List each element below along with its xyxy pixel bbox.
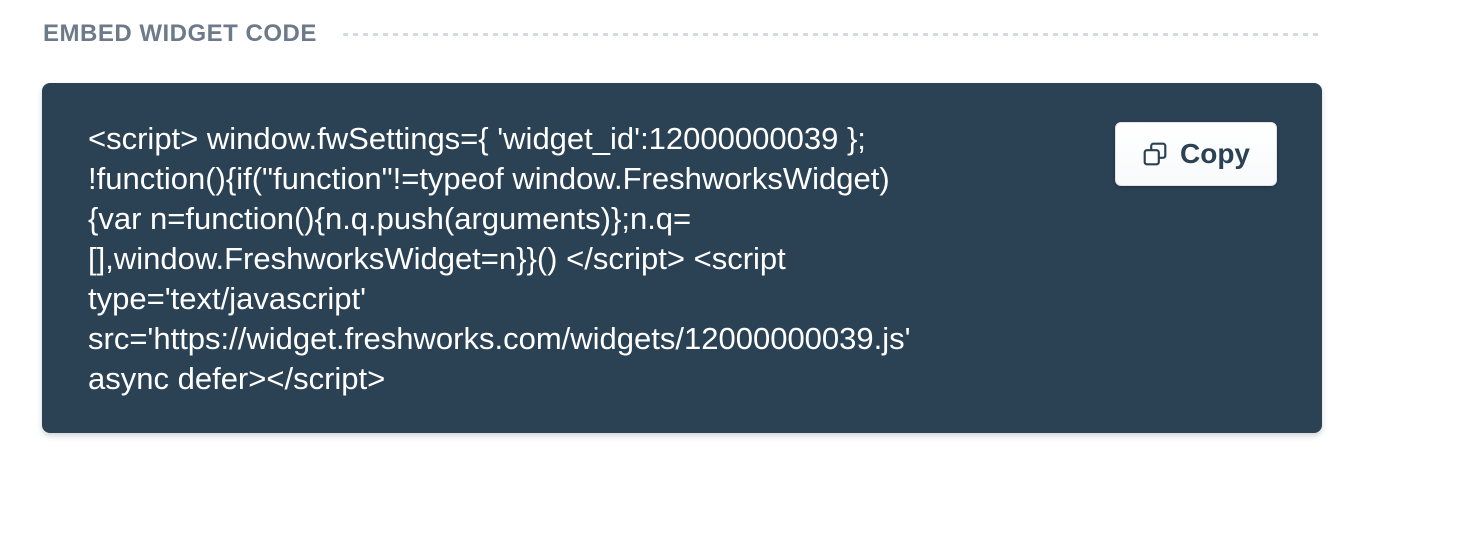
copy-button[interactable]: Copy <box>1115 122 1277 186</box>
code-line: src='https://widget.freshworks.com/widge… <box>88 321 911 356</box>
dashed-divider <box>342 32 1322 36</box>
code-line: type='text/javascript' <box>88 281 367 316</box>
code-line: <script> window.fwSettings={ 'widget_id'… <box>88 121 866 156</box>
section-header: EMBED WIDGET CODE <box>0 0 1471 46</box>
code-line: !function(){if("function"!=typeof window… <box>88 161 890 196</box>
section-title: EMBED WIDGET CODE <box>43 20 317 47</box>
embed-code-text: <script> window.fwSettings={ 'widget_id'… <box>42 83 1322 433</box>
embed-widget-code-section: EMBED WIDGET CODE <script> window.fwSett… <box>0 0 1471 433</box>
embed-code-panel: <script> window.fwSettings={ 'widget_id'… <box>42 83 1322 433</box>
copy-icon <box>1142 141 1168 167</box>
copy-button-label: Copy <box>1180 138 1250 169</box>
code-line: {var n=function(){n.q.push(arguments)};n… <box>88 201 692 236</box>
code-line: async defer></script> <box>88 361 386 396</box>
code-line: [],window.FreshworksWidget=n}}() </scrip… <box>88 241 786 276</box>
